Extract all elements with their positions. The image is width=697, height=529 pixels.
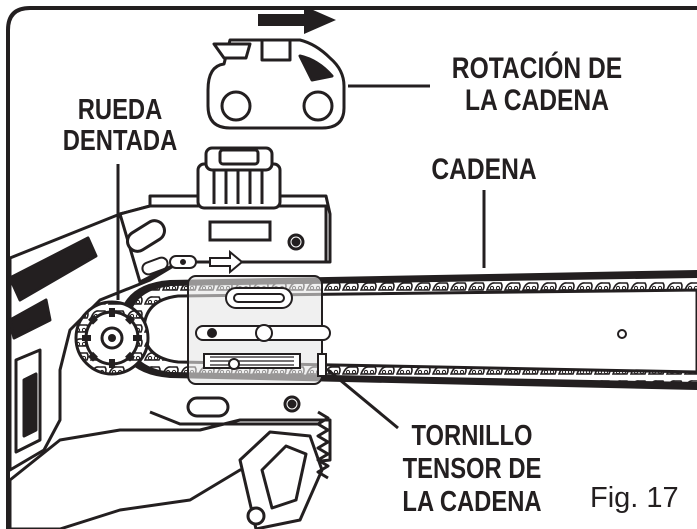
motor-housing (8, 194, 332, 529)
leader-lines (116, 84, 486, 430)
sprocket-label-line2: DENTADA (62, 125, 178, 157)
figure-border (6, 6, 697, 529)
tension-knob (196, 146, 282, 210)
rotation-label: ROTACIÓN DE LA CADENA (444, 54, 629, 116)
rotation-label-line1: ROTACIÓN DE (451, 52, 623, 85)
right-arrow-icon (258, 6, 336, 34)
sprocket-label-line1: RUEDA (77, 94, 163, 126)
tensioner-label-line3: LA CADENA (402, 486, 542, 518)
tensioner-label-line1: TORNILLO (411, 420, 533, 452)
tensioner-label: TORNILLO TENSOR DE LA CADENA (392, 422, 553, 517)
tensioner-label-line2: TENSOR DE (402, 453, 542, 485)
chain-label: CADENA (418, 155, 549, 185)
chain-label-text: CADENA (431, 153, 537, 186)
chain-link-icon (206, 38, 346, 130)
rotation-label-line2: LA CADENA (465, 84, 609, 117)
sprocket-icon (74, 300, 150, 376)
sprocket-label: RUEDA DENTADA (54, 96, 185, 156)
bar-clamp-plate (187, 275, 331, 385)
tensioner-leader (327, 368, 399, 430)
figure-caption: Fig. 17 (590, 482, 679, 514)
housing-chain-symbol (141, 249, 244, 276)
